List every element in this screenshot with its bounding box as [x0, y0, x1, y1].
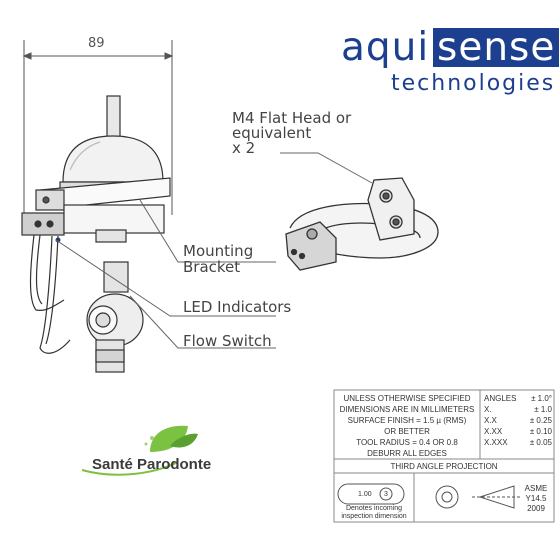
tolerance-value: ± 0.05: [529, 438, 552, 447]
note-line: SURFACE FINISH = 1.5 µ (RMS): [347, 416, 467, 425]
note-line: UNLESS OTHERWISE SPECIFIED: [343, 394, 471, 403]
projection-symbol: [435, 485, 522, 509]
screw-callout-line1: M4 Flat Head or: [232, 109, 352, 127]
leader-lines: [55, 152, 373, 349]
standard-line2: Y14.5: [525, 494, 547, 503]
title-block-notes: UNLESS OTHERWISE SPECIFIED DIMENSIONS AR…: [334, 393, 480, 459]
logo-text-sense: sense: [433, 28, 560, 67]
inspection-symbol: [337, 483, 405, 505]
title-block-frame: [333, 389, 555, 523]
screw-callout-line2: equivalent: [232, 124, 312, 142]
sensor-assembly: [21, 95, 171, 373]
tolerance-value: ± 1.0: [534, 405, 552, 414]
leaf-icon: [81, 425, 198, 476]
tolerance-value: ± 0.25: [529, 416, 552, 425]
inspection-note: Denotes incoming inspection dimension: [336, 505, 412, 521]
note-line: DIMENSIONS ARE IN MILLIMETERS: [339, 405, 475, 414]
tolerance-row: ANGLES ± 1.0°: [484, 393, 552, 404]
tolerance-value: ± 1.0°: [531, 394, 552, 403]
mounting-bracket-label-line2: Bracket: [183, 258, 241, 276]
tolerance-label: X.: [484, 405, 492, 414]
inspection-value: 1.00: [358, 491, 372, 498]
note-line: DEBURR ALL EDGES: [367, 449, 447, 458]
inspection-number: 3: [384, 491, 388, 498]
inspection-note-line2: inspection dimension: [341, 513, 407, 520]
tolerance-row: X.XX ± 0.10: [484, 426, 552, 437]
tolerance-label: X.X: [484, 416, 497, 425]
logo-text-aqui: aqui: [341, 25, 430, 70]
tolerance-label: X.XX: [484, 427, 503, 436]
tolerance-value: ± 0.10: [529, 427, 552, 436]
tolerance-label: ANGLES: [484, 394, 517, 403]
width-dimension: [22, 40, 174, 215]
inspection-note-line1: Denotes incoming: [345, 505, 403, 512]
projection-title: THIRD ANGLE PROJECTION: [390, 462, 498, 471]
standard-line3: 2009: [527, 504, 545, 513]
tolerance-row: X. ± 1.0: [484, 404, 552, 415]
bracket-iso-view: [285, 177, 439, 271]
partner-logo-text: Santé Parodonte: [92, 456, 212, 473]
tolerance-label: X.XXX: [484, 438, 508, 447]
tolerance-row: X.X ± 0.25: [484, 415, 552, 426]
standard-reference: ASME Y14.5 2009: [520, 484, 552, 514]
led-indicators-label: LED Indicators: [183, 298, 292, 316]
screw-callout-line3: x 2: [232, 139, 256, 157]
tolerance-table: ANGLES ± 1.0° X. ± 1.0 X.X ± 0.25 X.XX ±…: [484, 393, 552, 448]
mounting-bracket-label-line1: Mounting: [183, 242, 254, 260]
note-line: TOOL RADIUS = 0.4 OR 0.8: [356, 438, 458, 447]
width-dimension-label: 89: [88, 36, 105, 51]
note-line: OR BETTER: [384, 427, 430, 436]
flow-switch-label: Flow Switch: [183, 332, 272, 350]
tolerance-row: X.XXX ± 0.05: [484, 437, 552, 448]
logo-text-technologies: technologies: [391, 71, 556, 96]
standard-line1: ASME: [524, 484, 548, 493]
